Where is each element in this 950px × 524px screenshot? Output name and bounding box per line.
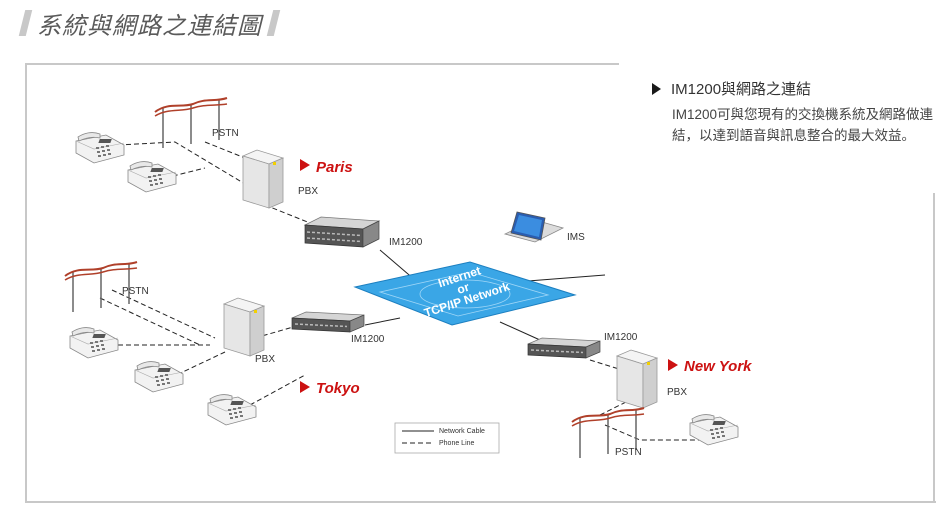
pbx-tokyo	[223, 297, 265, 357]
diagram-frame	[25, 63, 936, 503]
page-title-area: 系統與網路之連結圖	[18, 6, 285, 40]
im1200-tokyo	[291, 311, 365, 333]
legend: Network Cable Phone Line	[394, 422, 500, 454]
phone-paris-2	[127, 161, 177, 193]
im1200-newyork	[527, 337, 601, 359]
label-pbx-tokyo: PBX	[255, 354, 275, 365]
triangle-bullet-icon	[300, 159, 310, 171]
triangle-bullet-icon	[668, 359, 678, 371]
triangle-bullet-icon	[300, 381, 310, 393]
phone-tokyo-1	[69, 327, 119, 359]
phone-paris-1	[75, 132, 125, 164]
city-label-paris: Paris	[316, 159, 353, 176]
city-label-newyork: New York	[684, 358, 752, 375]
pbx-newyork	[616, 349, 658, 409]
label-im1200-newyork: IM1200	[604, 332, 638, 343]
pbx-paris	[242, 149, 284, 209]
triangle-bullet-icon	[652, 82, 661, 95]
phone-tokyo-2	[134, 361, 184, 393]
info-heading-text: IM1200與網路之連結	[671, 81, 812, 98]
frame-top-border	[25, 63, 619, 65]
info-body: IM1200可與您現有的交換機系統及網路做連結，以達到語音與訊息整合的最大效益。	[672, 107, 934, 143]
info-panel: IM1200與網路之連結 IM1200可與您現有的交換機系統及網路做連結，以達到…	[652, 78, 944, 146]
legend-phone-line: Phone Line	[439, 440, 475, 447]
frame-right-border	[933, 193, 935, 503]
info-heading: IM1200與網路之連結	[652, 78, 944, 99]
label-pstn-newyork: PSTN	[615, 447, 642, 458]
label-pstn-paris: PSTN	[212, 128, 239, 139]
label-pbx-newyork: PBX	[667, 387, 687, 398]
label-im1200-paris: IM1200	[389, 237, 423, 248]
page-title: 系統與網路之連結圖	[37, 11, 262, 40]
label-pstn-tokyo: PSTN	[122, 286, 149, 297]
cloud-label-line2: or	[455, 280, 471, 297]
label-pbx-paris: PBX	[298, 186, 318, 197]
phone-tokyo-3	[207, 394, 257, 426]
city-label-tokyo: Tokyo	[316, 380, 360, 397]
im1200-paris	[304, 216, 380, 248]
label-im1200-tokyo: IM1200	[351, 334, 385, 345]
network-cloud: Internet or TCP/IP Network	[353, 261, 577, 326]
laptop-ims	[504, 211, 564, 243]
legend-network-cable: Network Cable	[439, 428, 485, 435]
label-ims: IMS	[567, 232, 585, 243]
pstn-pole-paris	[154, 97, 228, 149]
phone-newyork	[689, 414, 739, 446]
